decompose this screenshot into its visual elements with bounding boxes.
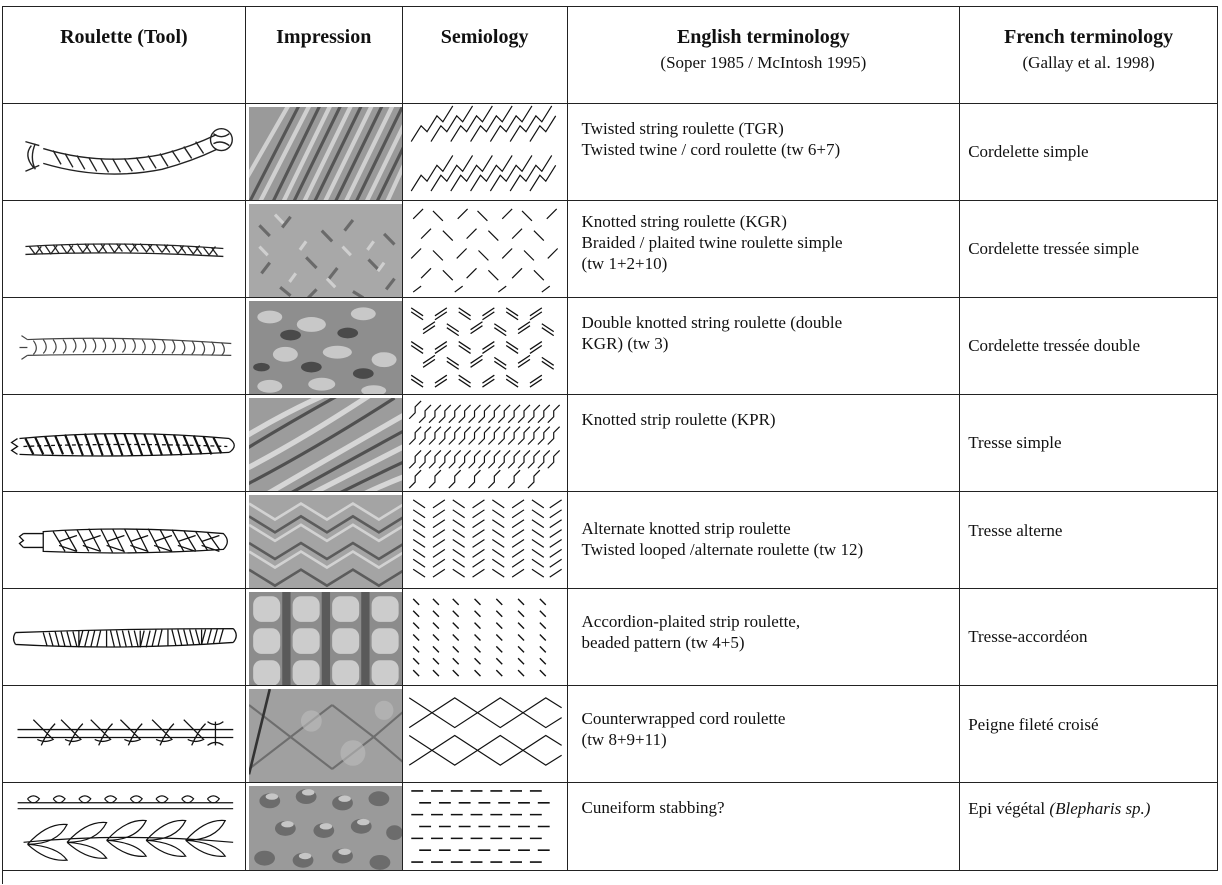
impression-photo [246,589,403,685]
english-terminology: Twisted string roulette (TGR) Twisted tw… [568,104,961,200]
french-terminology: Tresse alterne [960,492,1218,588]
header-row: Roulette (Tool) Impression Semiology Eng… [3,7,1218,104]
french-terminology: Epi végétal (Blepharis sp.) [960,783,1218,870]
table-row: Counterwrapped cord roulette (tw 8+9+11)… [3,686,1218,783]
semiology-drawing [403,492,568,588]
impression-photo [246,395,403,491]
french-terminology: Peigne fileté croisé [960,686,1218,782]
semiology-drawing [403,589,568,685]
english-terminology: Alternate knotted strip roulette Twisted… [568,492,961,588]
semiology-drawing [403,686,568,782]
english-terminology: Counterwrapped cord roulette (tw 8+9+11) [568,686,961,782]
header-english: English terminology(Soper 1985 / McIntos… [568,7,961,103]
english-terminology: Knotted string roulette (KGR) Braided / … [568,201,961,297]
english-terminology: Accordion-plaited strip roulette, beaded… [568,589,961,685]
header-french: French terminology(Gallay et al. 1998) [960,7,1218,103]
tool-illustration [3,104,246,200]
table-row: Double knotted string roulette (double K… [3,298,1218,395]
semiology-drawing [403,201,568,297]
french-terminology: Cordelette tressée double [960,298,1218,394]
tool-illustration [3,395,246,491]
tool-illustration [3,589,246,685]
table-row: Alternate knotted strip roulette Twisted… [3,492,1218,589]
impression-photo [246,492,403,588]
english-terminology: Cuneiform stabbing? [568,783,961,870]
table-row: Knotted string roulette (KGR) Braided / … [3,201,1218,298]
tool-illustration [3,201,246,297]
impression-photo [246,201,403,297]
english-terminology: Double knotted string roulette (double K… [568,298,961,394]
english-terminology: Knotted strip roulette (KPR) [568,395,961,491]
tool-illustration [3,783,246,870]
french-terminology-italic: (Blepharis sp.) [1049,799,1151,818]
tool-illustration [3,492,246,588]
french-terminology: Tresse-accordéon [960,589,1218,685]
header-semiology: Semiology [403,7,568,103]
impression-photo [246,298,403,394]
tool-illustration [3,686,246,782]
tool-illustration [3,298,246,394]
semiology-drawing [403,298,568,394]
table-row: Knotted strip roulette (KPR) Tresse simp… [3,395,1218,492]
table-row: Cuneiform stabbing? Epi végétal (Blephar… [3,783,1218,871]
header-tool: Roulette (Tool) [3,7,246,103]
table-row: Twisted string roulette (TGR) Twisted tw… [3,104,1218,201]
table-row: Accordion-plaited strip roulette, beaded… [3,589,1218,686]
french-terminology: Tresse simple [960,395,1218,491]
impression-photo [246,783,403,870]
french-terminology: Cordelette simple [960,104,1218,200]
roulette-terminology-table: Roulette (Tool) Impression Semiology Eng… [2,6,1218,884]
semiology-drawing [403,783,568,870]
impression-photo [246,104,403,200]
impression-photo [246,686,403,782]
header-impression: Impression [246,7,403,103]
semiology-drawing [403,104,568,200]
french-terminology: Cordelette tressée simple [960,201,1218,297]
semiology-drawing [403,395,568,491]
